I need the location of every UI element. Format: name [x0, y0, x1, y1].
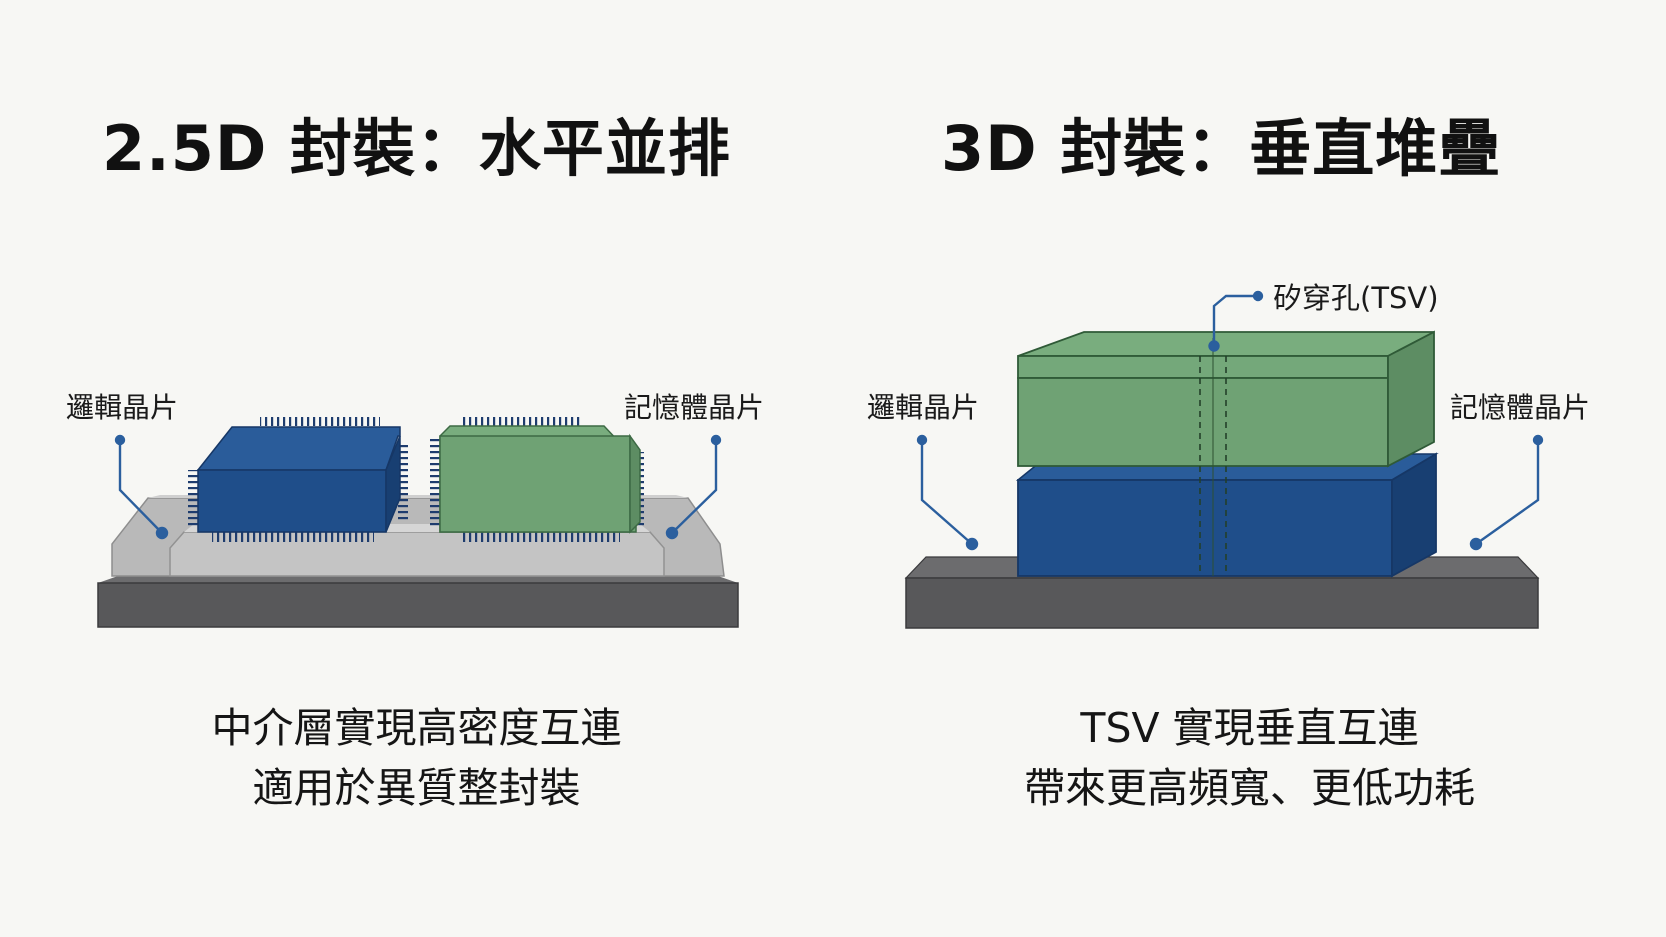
caption-2-5d-line2: 適用於異質整封裝: [252, 764, 581, 812]
caption-3d-line2: 帶來更高頻寬、更低功耗: [1024, 764, 1475, 812]
panel-3d: 3D 封裝：垂直堆疊 矽穿孔(TSV) 邏輯晶片 記憶體晶片 TSV 實現垂直互…: [833, 0, 1666, 937]
label-logic-chip-left: 邏輯晶片: [66, 391, 179, 424]
label-memory-chip-left: 記憶體晶片: [624, 391, 765, 424]
left-memory-leader: [671, 440, 718, 534]
right-3d-diagram: [904, 290, 1544, 629]
right-logic-leader: [920, 440, 973, 545]
left-memory-leader-dot: [710, 434, 722, 446]
right-tsv-vias: [1199, 338, 1227, 576]
left-memory-chip: [430, 417, 644, 542]
left-logic-leader-end: [155, 526, 169, 540]
right-memory-leader-dot: [1532, 434, 1544, 446]
caption-3d-line1: TSV 實現垂直互連: [1080, 704, 1419, 752]
left-logic-leader: [118, 440, 163, 534]
label-logic-chip-right: 邏輯晶片: [867, 391, 980, 424]
right-memory-chip: [1017, 330, 1435, 468]
title-3d: 3D 封裝：垂直堆疊: [941, 112, 1502, 185]
left-leader-lines: [114, 434, 722, 540]
left-memory-leader-end: [665, 526, 679, 540]
panel-2-5d: 2.5D 封裝：水平並排 邏輯晶片 記憶體晶片 中介層實現高密度互連 適用於異質…: [0, 112, 833, 818]
right-memory-leader-end: [1469, 537, 1483, 551]
left-substrate: [97, 576, 739, 628]
label-tsv: 矽穿孔(TSV): [1273, 281, 1439, 315]
left-2-5d-diagram: [97, 417, 739, 628]
left-logic-leader-dot: [114, 434, 126, 446]
right-memory-leader: [1475, 440, 1540, 545]
right-logic-leader-dot: [916, 434, 928, 446]
caption-2-5d: 中介層實現高密度互連 適用於異質整封裝: [0, 698, 833, 818]
label-memory-chip-right: 記憶體晶片: [1450, 391, 1591, 424]
right-logic-leader-end: [965, 537, 979, 551]
left-logic-chip: [188, 417, 408, 542]
right-leader-lines: [916, 434, 1544, 551]
right-tsv-leader: [1208, 290, 1264, 352]
title-2-5d: 2.5D 封裝：水平並排: [102, 112, 731, 185]
caption-2-5d-line1: 中介層實現高密度互連: [211, 704, 622, 752]
caption-3d: TSV 實現垂直互連 帶來更高頻寬、更低功耗: [833, 698, 1666, 818]
